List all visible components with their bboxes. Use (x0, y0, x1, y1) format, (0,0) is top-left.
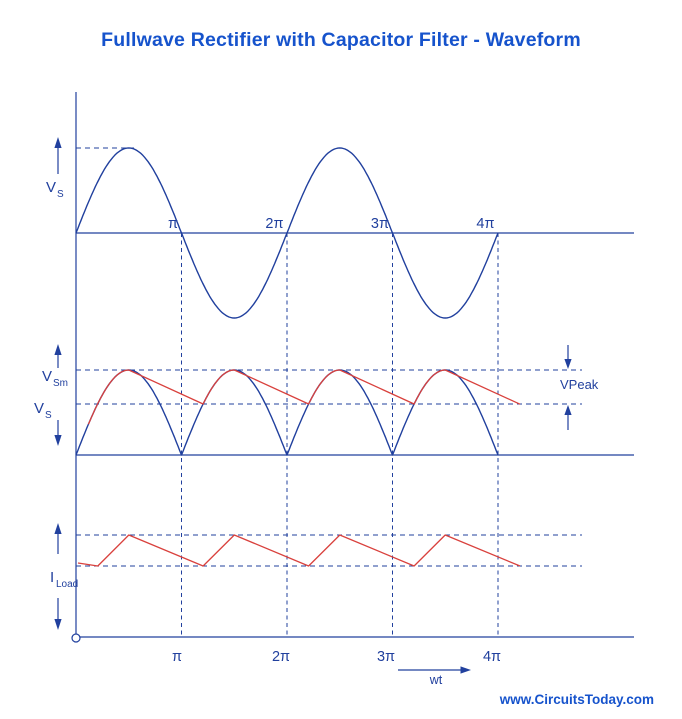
vs-mid-label: V (34, 400, 44, 417)
vs-top-label: V (46, 179, 56, 196)
page-title: Fullwave Rectifier with Capacitor Filter… (101, 29, 581, 51)
vpeak-label: VPeak (560, 377, 599, 392)
origin-circle (71, 633, 81, 643)
rectified-humps-wave (75, 369, 499, 456)
iload-down-arrow-head-icon (54, 619, 62, 630)
vs-mid-down-arrow-head-icon (54, 435, 62, 446)
iload-up-arrow-head-icon (54, 523, 62, 534)
vsm-label: V (42, 368, 52, 385)
iload-sub-label: Load (56, 579, 78, 590)
wt-right-arrow-head-icon (460, 666, 471, 674)
load-current-wave (77, 534, 521, 567)
vpeak-down-arrow-head-icon (564, 359, 572, 369)
x-axis-tick-2pi: 2π (272, 649, 290, 665)
vsm-up-arrow-head-icon (54, 344, 62, 355)
top-axis-tick-3pi: 3π (371, 216, 389, 232)
iload-label: I (50, 569, 54, 586)
website-credit: www.CircuitsToday.com (499, 692, 654, 707)
wt-axis-label: wt (429, 673, 443, 687)
x-axis-tick-4pi: 4π (483, 649, 501, 665)
vsm-sub-label: Sm (53, 378, 68, 389)
x-axis-tick-3pi: 3π (377, 649, 395, 665)
vs-mid-sub-label: S (45, 410, 52, 421)
filtered-output-wave (87, 369, 521, 425)
top-axis-tick-pi: π (168, 216, 178, 232)
input-sine-wave (75, 147, 499, 319)
vs-up-arrow-head-icon (54, 137, 62, 148)
top-axis-tick-2pi: 2π (265, 216, 283, 232)
x-axis-tick-pi: π (172, 649, 182, 665)
vs-top-sub-label: S (57, 189, 64, 200)
top-axis-tick-4pi: 4π (476, 216, 494, 232)
vpeak-up-arrow-head-icon (564, 405, 572, 415)
